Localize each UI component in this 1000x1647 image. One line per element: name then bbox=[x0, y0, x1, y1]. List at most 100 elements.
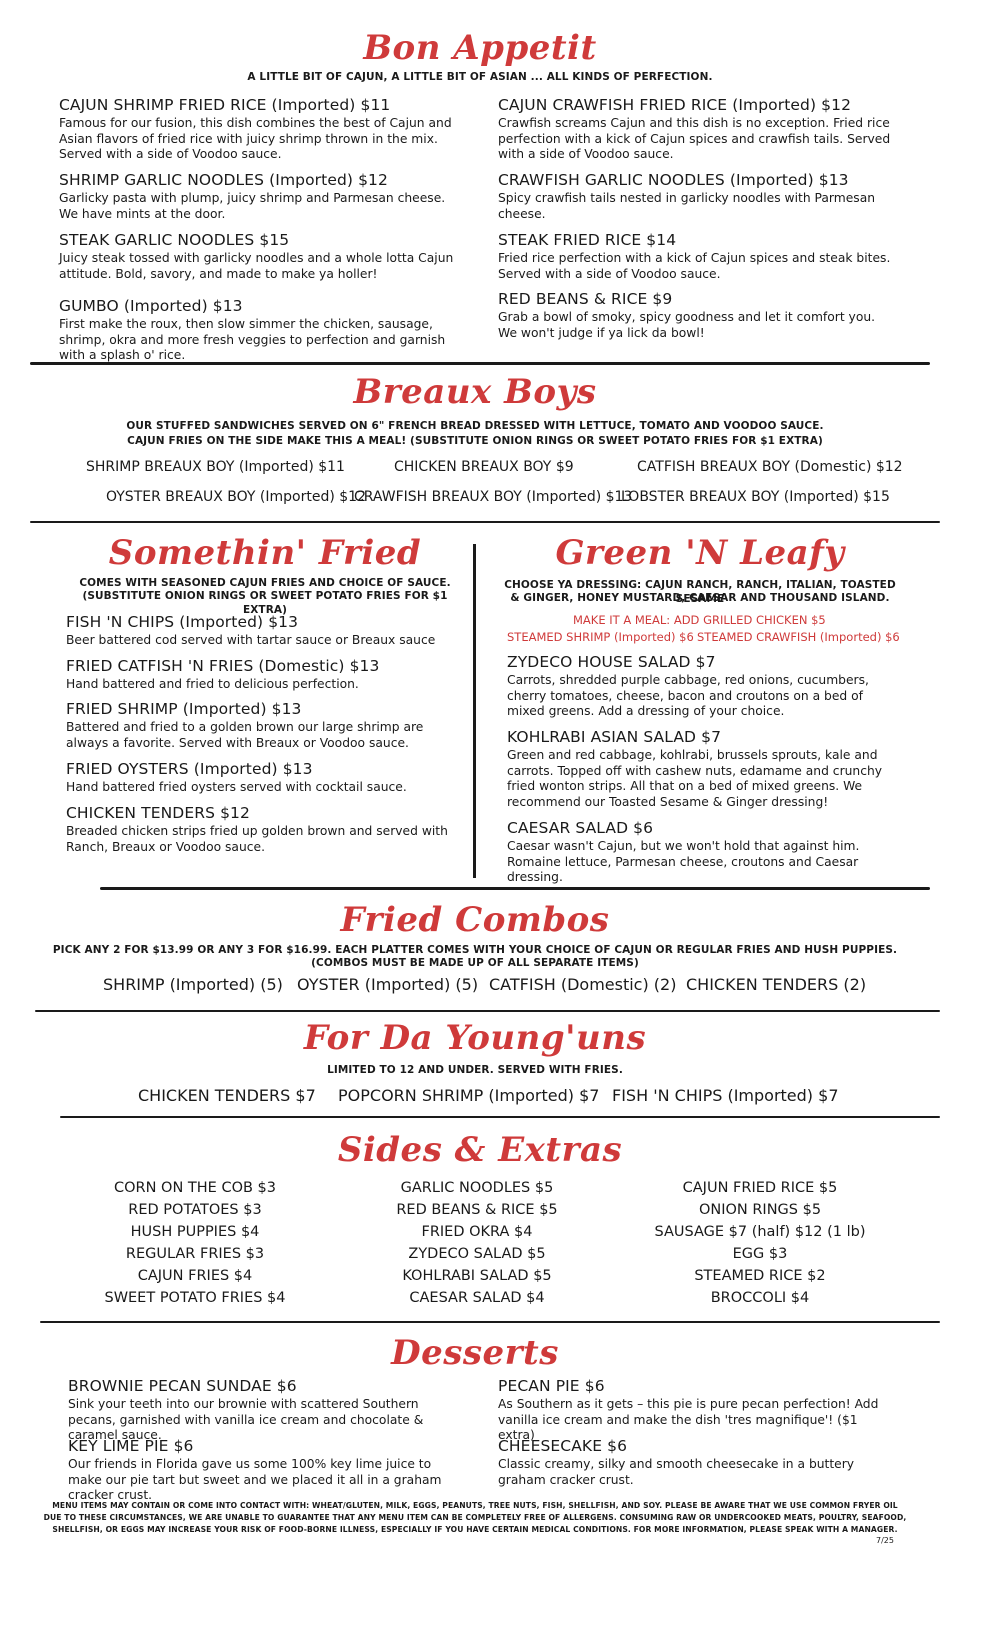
side-item: ZYDECO SALAD $5 bbox=[408, 1246, 546, 1262]
side-item: REGULAR FRIES $3 bbox=[125, 1246, 265, 1262]
allergen-notice: MENU ITEMS MAY CONTAIN OR COME INTO CONT… bbox=[0, 1500, 950, 1536]
breaux-item: CHICKEN BREAUX BOY $9 bbox=[394, 459, 574, 475]
section-title-bon-appetit: Bon Appetit bbox=[363, 28, 597, 68]
side-item: SWEET POTATO FRIES $4 bbox=[104, 1290, 286, 1306]
section-note: CAJUN FRIES ON THE SIDE MAKE THIS A MEAL… bbox=[127, 435, 823, 447]
item-name: KEY LIME PIE $6 bbox=[68, 1437, 194, 1455]
side-item: CORN ON THE COB $3 bbox=[113, 1180, 276, 1196]
side-item: CAJUN FRIED RICE $5 bbox=[682, 1180, 838, 1196]
side-item: STEAMED RICE $2 bbox=[694, 1268, 826, 1284]
side-item: BROCCOLI $4 bbox=[710, 1290, 810, 1306]
item-name: CRAWFISH GARLIC NOODLES (Imported) $13 bbox=[498, 171, 849, 189]
menu-item: RED BEANS & RICE $9 Grab a bowl of smoky… bbox=[498, 290, 893, 341]
sides-column-1: CORN ON THE COB $3 RED POTATOES $3 HUSH … bbox=[90, 1177, 300, 1309]
section-title-fried-combos: Fried Combos bbox=[340, 900, 610, 940]
item-description: Garlicky pasta with plump, juicy shrimp … bbox=[59, 191, 446, 221]
item-description: First make the roux, then slow simmer th… bbox=[59, 317, 446, 362]
side-item: GARLIC NOODLES $5 bbox=[400, 1180, 554, 1196]
item-description: Hand battered fried oysters served with … bbox=[66, 780, 407, 794]
section-note: LIMITED TO 12 AND UNDER. SERVED WITH FRI… bbox=[327, 1064, 623, 1076]
item-description: Grab a bowl of smoky, spicy goodness and… bbox=[498, 310, 876, 340]
menu-item: KOHLRABI ASIAN SALAD $7 Green and red ca… bbox=[507, 728, 897, 810]
menu-item: CHEESECAKE $6 Classic creamy, silky and … bbox=[498, 1437, 893, 1488]
item-name: CHEESECAKE $6 bbox=[498, 1437, 628, 1455]
menu-item: FRIED OYSTERS (Imported) $13 Hand batter… bbox=[66, 760, 451, 796]
sides-column-3: CAJUN FRIED RICE $5 ONION RINGS $5 SAUSA… bbox=[640, 1177, 880, 1309]
section-note: PICK ANY 2 FOR $13.99 OR ANY 3 FOR $16.9… bbox=[52, 944, 898, 956]
breaux-item: SHRIMP BREAUX BOY (Imported) $11 bbox=[86, 459, 345, 475]
side-item: RED POTATOES $3 bbox=[128, 1202, 262, 1218]
side-item: EGG $3 bbox=[732, 1246, 788, 1262]
menu-item: CAESAR SALAD $6 Caesar wasn't Cajun, but… bbox=[507, 819, 897, 886]
item-description: Famous for our fusion, this dish combine… bbox=[59, 116, 452, 161]
breaux-item: CRAWFISH BREAUX BOY (Imported) $13 bbox=[354, 489, 633, 505]
combo-item: CATFISH (Domestic) (2) bbox=[489, 975, 677, 994]
item-description: Battered and fried to a golden brown our… bbox=[66, 720, 424, 750]
item-name: FRIED CATFISH 'N FRIES (Domestic) $13 bbox=[66, 657, 380, 675]
item-name: CAJUN SHRIMP FRIED RICE (Imported) $11 bbox=[59, 96, 391, 114]
menu-item: STEAK FRIED RICE $14 Fried rice perfecti… bbox=[498, 231, 893, 282]
section-title-somethin-fried: Somethin' Fried bbox=[108, 533, 422, 573]
column-divider bbox=[473, 544, 476, 878]
menu-item: KEY LIME PIE $6 Our friends in Florida g… bbox=[68, 1437, 468, 1504]
side-item: HUSH PUPPIES $4 bbox=[130, 1224, 260, 1240]
item-name: GUMBO (Imported) $13 bbox=[59, 297, 243, 315]
item-name: CAJUN CRAWFISH FRIED RICE (Imported) $12 bbox=[498, 96, 852, 114]
section-note: COMES WITH SEASONED CAJUN FRIES AND CHOI… bbox=[79, 577, 451, 589]
side-item: RED BEANS & RICE $5 bbox=[396, 1202, 558, 1218]
menu-item: FRIED SHRIMP (Imported) $13 Battered and… bbox=[66, 700, 451, 751]
item-description: Hand battered and fried to delicious per… bbox=[66, 677, 359, 691]
side-item: SAUSAGE $7 (half) $12 (1 lb) bbox=[654, 1224, 866, 1240]
menu-item: ZYDECO HOUSE SALAD $7 Carrots, shredded … bbox=[507, 653, 897, 720]
item-name: STEAK FRIED RICE $14 bbox=[498, 231, 677, 249]
item-description: Fried rice perfection with a kick of Caj… bbox=[498, 251, 891, 281]
item-name: FISH 'N CHIPS (Imported) $13 bbox=[66, 613, 299, 631]
breaux-item: LOBSTER BREAUX BOY (Imported) $15 bbox=[621, 489, 890, 505]
item-name: CHICKEN TENDERS $12 bbox=[66, 804, 250, 822]
kids-item: POPCORN SHRIMP (Imported) $7 bbox=[338, 1086, 600, 1105]
section-note: OUR STUFFED SANDWICHES SERVED ON 6" FREN… bbox=[126, 420, 824, 432]
allergen-line: MENU ITEMS MAY CONTAIN OR COME INTO CONT… bbox=[52, 1501, 898, 1510]
section-divider bbox=[100, 887, 930, 890]
section-title-green-n-leafy: Green 'N Leafy bbox=[555, 533, 845, 573]
item-name: SHRIMP GARLIC NOODLES (Imported) $12 bbox=[59, 171, 388, 189]
menu-item: STEAK GARLIC NOODLES $15 Juicy steak tos… bbox=[59, 231, 459, 282]
section-divider bbox=[40, 1321, 940, 1323]
menu-item: CAJUN CRAWFISH FRIED RICE (Imported) $12… bbox=[498, 96, 893, 163]
side-item: FRIED OKRA $4 bbox=[421, 1224, 533, 1240]
item-name: BROWNIE PECAN SUNDAE $6 bbox=[68, 1377, 297, 1395]
section-divider bbox=[60, 1116, 940, 1118]
kids-item: FISH 'N CHIPS (Imported) $7 bbox=[612, 1086, 839, 1105]
side-item: KOHLRABI SALAD $5 bbox=[402, 1268, 552, 1284]
side-item: CAJUN FRIES $4 bbox=[137, 1268, 253, 1284]
section-divider bbox=[30, 521, 940, 523]
menu-item: FRIED CATFISH 'N FRIES (Domestic) $13 Ha… bbox=[66, 657, 451, 693]
section-note: (COMBOS MUST BE MADE UP OF ALL SEPARATE … bbox=[311, 957, 639, 969]
breaux-item: OYSTER BREAUX BOY (Imported) $12 bbox=[106, 489, 366, 505]
item-name: CAESAR SALAD $6 bbox=[507, 819, 654, 837]
item-name: KOHLRABI ASIAN SALAD $7 bbox=[507, 728, 722, 746]
item-name: STEAK GARLIC NOODLES $15 bbox=[59, 231, 290, 249]
breaux-item: CATFISH BREAUX BOY (Domestic) $12 bbox=[637, 459, 903, 475]
section-note: (SUBSTITUTE ONION RINGS OR SWEET POTATO … bbox=[82, 590, 448, 616]
kids-item: CHICKEN TENDERS $7 bbox=[138, 1086, 316, 1105]
item-description: Spicy crawfish tails nested in garlicky … bbox=[498, 191, 876, 221]
combo-item: CHICKEN TENDERS (2) bbox=[686, 975, 867, 994]
item-description: Carrots, shredded purple cabbage, red on… bbox=[507, 673, 869, 718]
section-title-sides-extras: Sides & Extras bbox=[337, 1130, 623, 1170]
menu-item: SHRIMP GARLIC NOODLES (Imported) $12 Gar… bbox=[59, 171, 459, 222]
menu-item: CHICKEN TENDERS $12 Breaded chicken stri… bbox=[66, 804, 451, 855]
item-description: Caesar wasn't Cajun, but we won't hold t… bbox=[507, 839, 860, 884]
menu-item: CAJUN SHRIMP FRIED RICE (Imported) $11 F… bbox=[59, 96, 459, 163]
item-description: Juicy steak tossed with garlicky noodles… bbox=[59, 251, 454, 281]
allergen-line: SHELLFISH, OR EGGS MAY INCREASE YOUR RIS… bbox=[52, 1525, 898, 1534]
side-item: CAESAR SALAD $4 bbox=[409, 1290, 545, 1306]
menu-item: GUMBO (Imported) $13 First make the roux… bbox=[59, 297, 459, 364]
item-name: ZYDECO HOUSE SALAD $7 bbox=[507, 653, 716, 671]
section-note: CHOOSE YA DRESSING: CAJUN RANCH, RANCH, … bbox=[504, 579, 896, 605]
item-description: Breaded chicken strips fried up golden b… bbox=[66, 824, 448, 854]
item-name: FRIED SHRIMP (Imported) $13 bbox=[66, 700, 302, 718]
meal-addon: STEAMED CRAWFISH (Imported) $6 bbox=[697, 630, 900, 644]
menu-item: PECAN PIE $6 As Southern as it gets – th… bbox=[498, 1377, 893, 1444]
side-item: ONION RINGS $5 bbox=[698, 1202, 822, 1218]
